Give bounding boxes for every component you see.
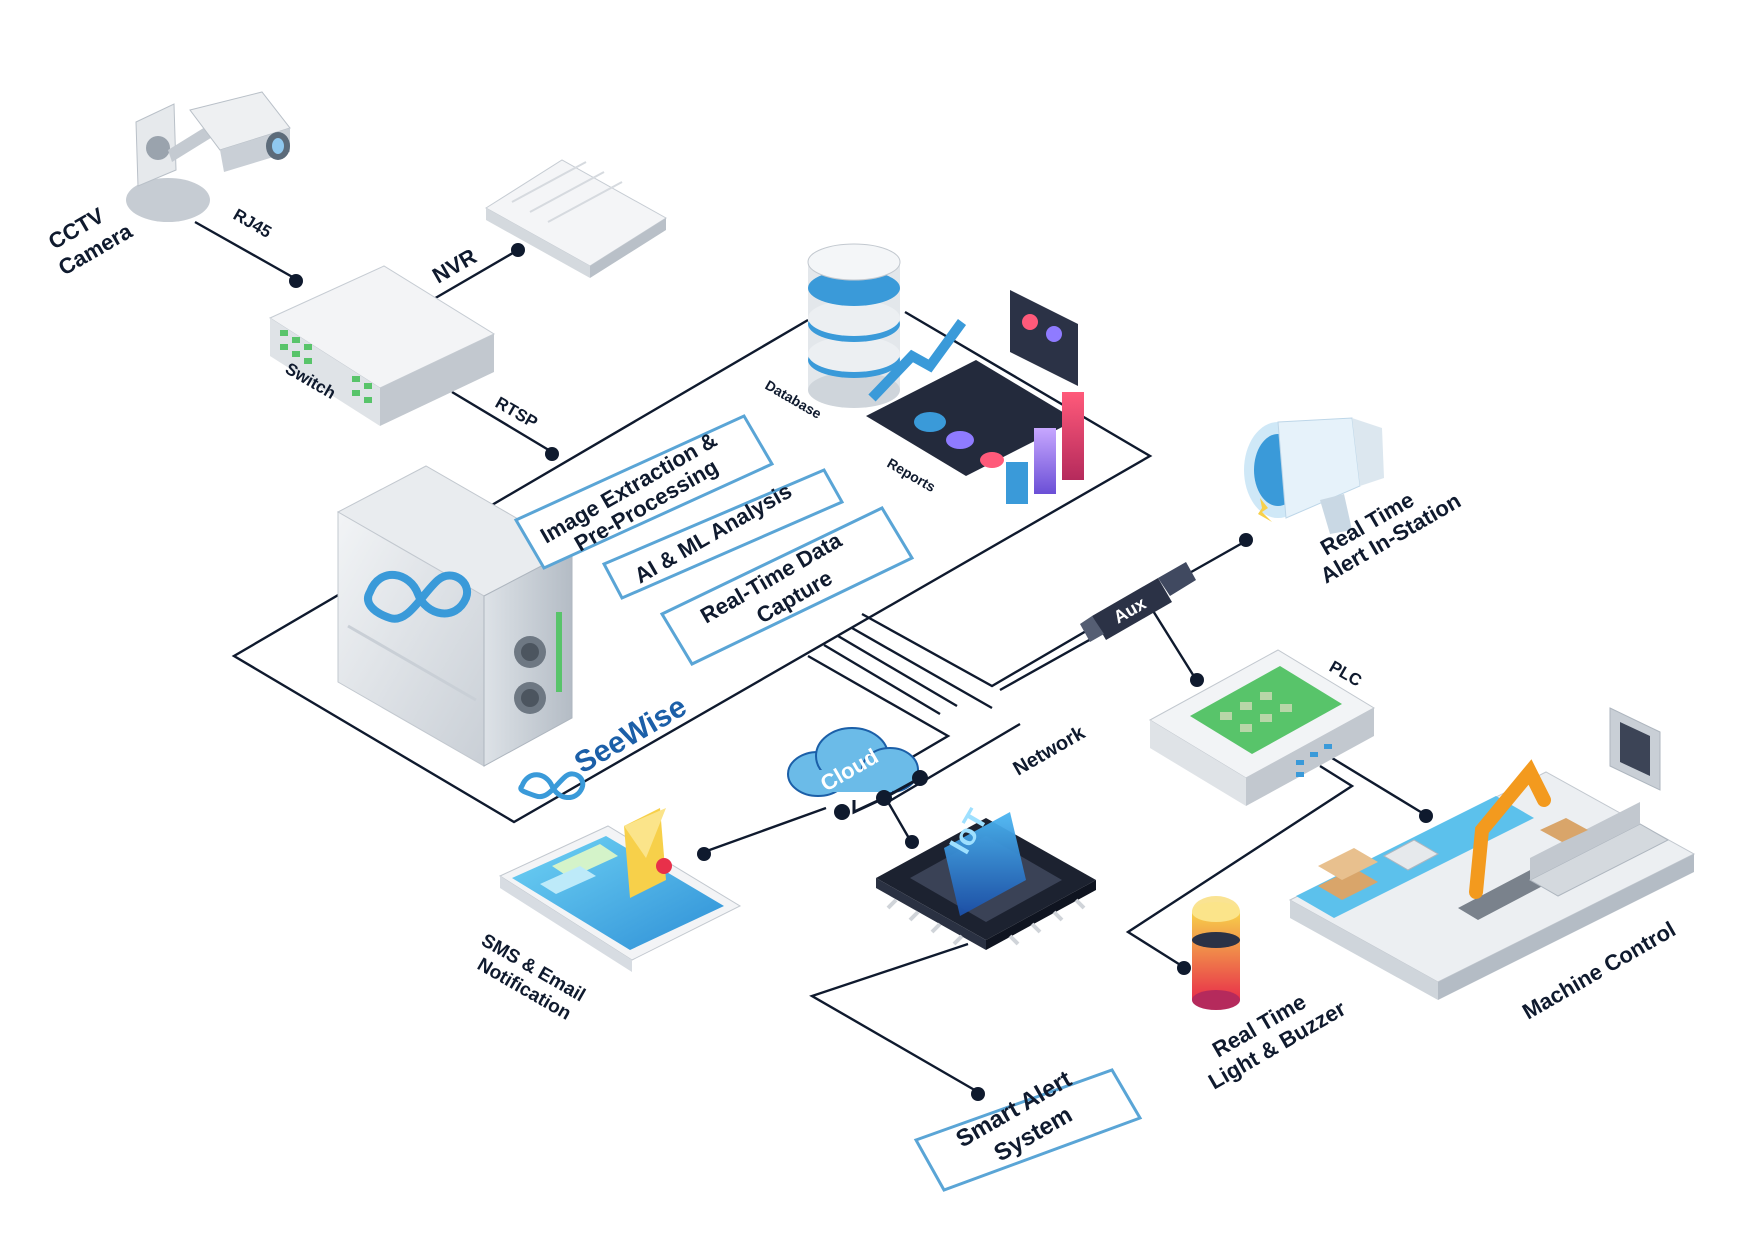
nvr-device-icon: [485, 159, 667, 278]
iot-chip-icon: IoT: [876, 804, 1096, 950]
light-buzzer-icon: [1192, 896, 1240, 1010]
phone-icon: [498, 808, 742, 972]
rj45-label: RJ45: [230, 205, 275, 242]
cloud-icon[interactable]: Cloud: [787, 727, 928, 820]
brand-label: SeeWise: [569, 690, 692, 780]
cctv-camera-icon: [126, 91, 291, 222]
machine-control-icon: [1288, 707, 1696, 1000]
nvr-label: NVR: [428, 243, 481, 288]
plc-device-icon: [1148, 649, 1376, 806]
reports-icon: [866, 290, 1084, 504]
rtsp-label: RTSP: [492, 393, 541, 432]
smart-alert-box[interactable]: Smart Alert System: [913, 1066, 1143, 1192]
reports-label: Reports: [885, 455, 939, 495]
switch-device-icon: [268, 265, 496, 426]
aux-connector-icon[interactable]: Aux: [1080, 562, 1196, 642]
megaphone-icon: [1244, 417, 1384, 534]
network-label: Network: [1010, 721, 1090, 780]
seewise-server-icon: [336, 465, 574, 767]
